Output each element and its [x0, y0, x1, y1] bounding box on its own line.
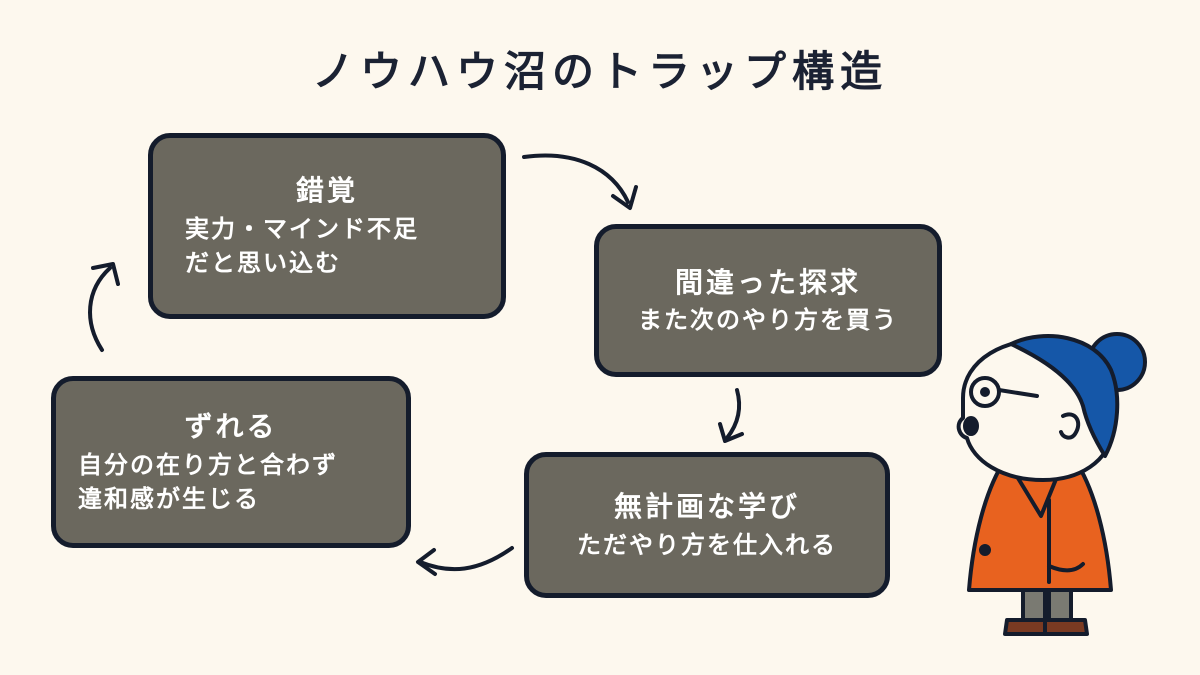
- node-illusion: 錯覚 実力・マインド不足 だと思い込む: [148, 133, 506, 319]
- node-illusion-heading: 錯覚: [295, 173, 358, 207]
- node-wrong-search-heading: 間違った探求: [674, 265, 861, 299]
- node-wrong-search: 間違った探求 また次のやり方を買う: [594, 224, 942, 377]
- node-mismatch-line-2: 違和感が生じる: [78, 485, 260, 514]
- arrow-search-to-learning: [718, 388, 744, 443]
- node-wrong-search-line-1: また次のやり方を買う: [638, 306, 898, 335]
- diagram-title: ノウハウ沼のトラップ構造: [311, 47, 888, 96]
- node-mismatch: ずれる 自分の在り方と合わず 違和感が生じる: [51, 376, 411, 548]
- node-mismatch-heading: ずれる: [184, 409, 278, 443]
- node-unplanned-learning-heading: 無計画な学び: [613, 490, 800, 524]
- arrow-learning-to-mismatch: [416, 546, 514, 576]
- arrow-mismatch-to-illusion: [88, 262, 120, 352]
- node-mismatch-line-1: 自分の在り方と合わず: [78, 450, 338, 479]
- surprised-person-illustration: [956, 332, 1147, 636]
- arrow-illusion-to-search: [522, 153, 638, 210]
- node-unplanned-learning: 無計画な学び ただやり方を仕入れる: [524, 452, 890, 598]
- node-unplanned-learning-line-1: ただやり方を仕入れる: [577, 530, 837, 559]
- node-illusion-line-2: だと思い込む: [185, 249, 341, 278]
- node-illusion-line-1: 実力・マインド不足: [185, 214, 419, 243]
